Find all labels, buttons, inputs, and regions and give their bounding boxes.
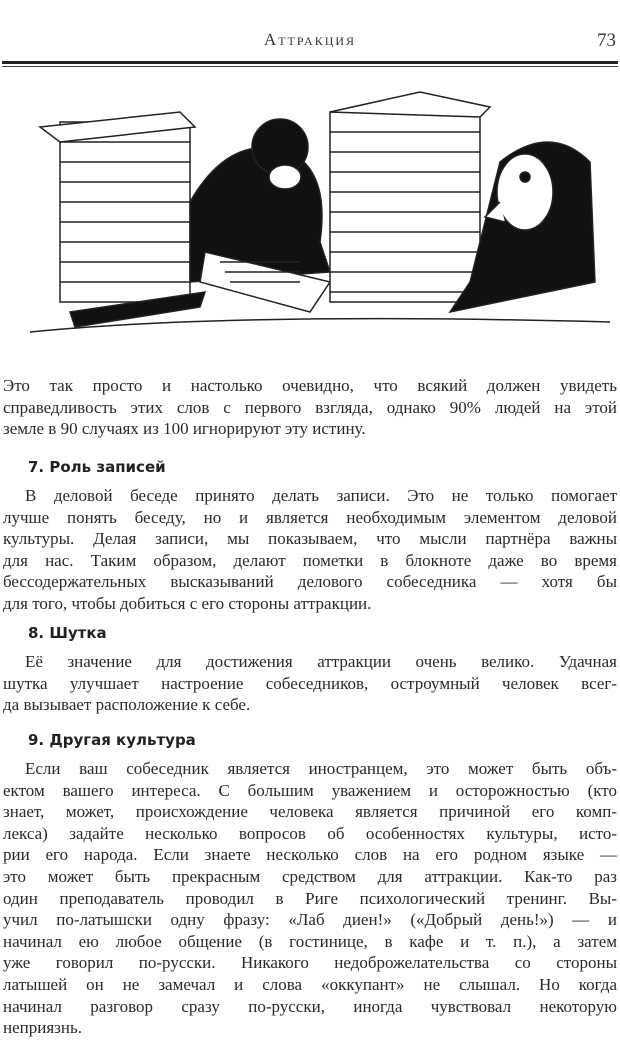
text-line: начинал ею любое общение (в гостинице, в… — [3, 931, 617, 951]
peeking-man-figure — [448, 141, 596, 314]
section-7-paragraph: В деловой беседе принято делать записи. … — [3, 485, 617, 615]
text-line: начинал разговор сразу по-русски, иногда… — [3, 996, 617, 1016]
text-line: В деловой беседе принято делать записи. … — [25, 486, 617, 505]
text-line: уже говорил по-русски. Никакого недоброж… — [3, 953, 617, 973]
header-rule — [2, 61, 618, 64]
running-title: Аттракция — [263, 30, 357, 49]
text-line: для нас. Таким образом, делают пометки в… — [3, 550, 617, 570]
cartoon-illustration — [30, 91, 610, 333]
section-8-paragraph: Её значение для достижения аттракции оче… — [3, 651, 617, 716]
text-line: рии его народа. Если знаете несколько сл… — [3, 845, 617, 865]
text-line: ектом вашего интереса. С большим уважени… — [3, 780, 617, 800]
writer-figure — [189, 118, 332, 313]
page-number: 73 — [597, 30, 616, 51]
running-head: Аттракция 73 — [0, 30, 620, 54]
section-9-paragraph: Если ваш собеседник является иностранцем… — [3, 758, 617, 1039]
section-heading-9: 9. Другая культура — [28, 731, 196, 749]
text-line: это может быть прекрасным средством для … — [3, 866, 617, 886]
text-line: лекса) задайте несколько вопросов об осо… — [3, 823, 617, 843]
intro-paragraph: Это так просто и настолько очевидно, что… — [3, 375, 617, 440]
text-line: культуры. Делая записи, мы показываем, ч… — [3, 529, 617, 549]
text-line: лучше понять беседу, но и является необх… — [3, 507, 617, 527]
text-line: Если ваш собеседник является иностранцем… — [25, 759, 617, 778]
text-line: справедливость этих слов с первого взгля… — [3, 397, 617, 417]
text-line: Её значение для достижения аттракции оче… — [25, 652, 617, 671]
text-line: бессодержательных высказываний делового … — [3, 572, 617, 592]
header-rule-thin — [2, 66, 618, 67]
text-line: земле в 90 случаях из 100 игнорируют эту… — [3, 419, 366, 439]
section-heading-8: 8. Шутка — [28, 624, 107, 642]
text-line: Это так просто и настолько очевидно, что… — [3, 376, 617, 395]
paper-stack-right — [329, 91, 492, 303]
text-line: неприязнь. — [3, 1018, 82, 1038]
text-line: один преподаватель проводил в Риге психо… — [3, 888, 617, 908]
text-line: учил по-латышски одну фразу: «Лаб диен!»… — [3, 910, 617, 930]
text-line: шутка улучшает настроение собеседников, … — [3, 673, 617, 693]
text-line: для того, чтобы добиться с его стороны а… — [3, 593, 372, 613]
text-line: знает, может, происхождение человека явл… — [3, 802, 617, 822]
paper-stack-left — [38, 111, 207, 328]
text-line: латышей он не замечал и слова «оккупант»… — [3, 974, 617, 994]
section-heading-7: 7. Роль записей — [28, 458, 166, 476]
text-line: да вызывает расположение к себе. — [3, 695, 251, 715]
